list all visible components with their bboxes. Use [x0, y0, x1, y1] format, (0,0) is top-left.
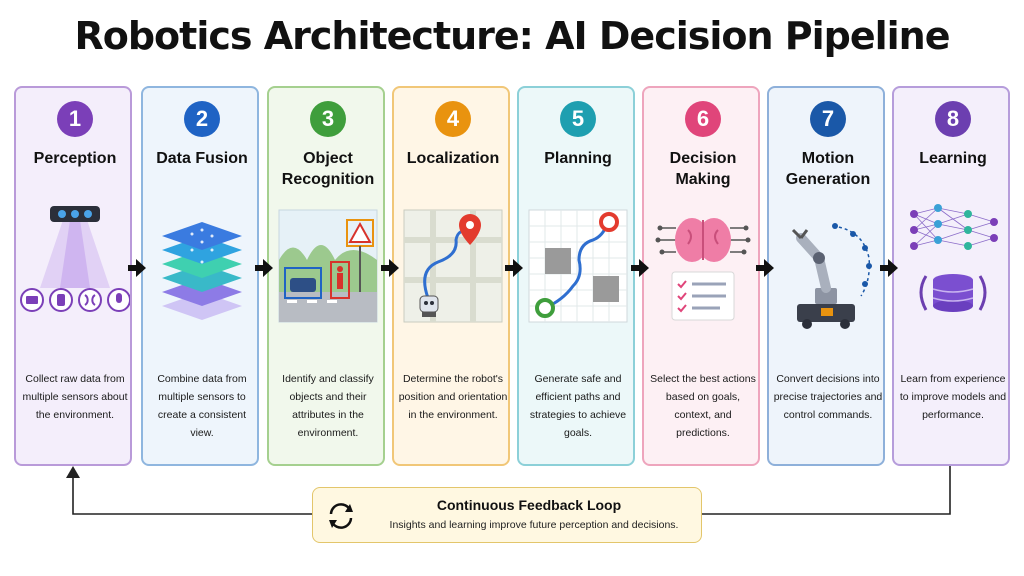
feedback-loop-box: Continuous Feedback Loop Insights and le…: [312, 487, 702, 543]
arrow-right-icon: [631, 259, 649, 277]
step-title: Planning: [544, 150, 612, 167]
step-number-badge: 7: [810, 101, 846, 137]
step-number-badge: 4: [435, 101, 471, 137]
street-scene-icon: [278, 209, 378, 323]
robot-arm-icon: [791, 223, 872, 329]
arrow-right-icon: [128, 259, 146, 277]
step-title: Localization: [406, 150, 500, 167]
step-number-badge: 8: [935, 101, 971, 137]
arrow-right-icon: [756, 259, 774, 277]
step-number-badge: 6: [685, 101, 721, 137]
brain-checklist-icon: [655, 218, 751, 321]
refresh-cycle-icon: [329, 503, 353, 529]
neural-network-icon: [910, 204, 998, 312]
step-title: Decision Making: [669, 150, 737, 188]
map-pin-icon: [403, 209, 503, 323]
feedback-title: Continuous Feedback Loop: [436, 497, 622, 513]
step-card-motion-generation: 7 Motion Generation Convert decisions in…: [767, 86, 885, 466]
step-number-badge: 2: [184, 101, 220, 137]
feedback-subtitle: Insights and learning improve future per…: [389, 519, 679, 531]
arrow-right-icon: [381, 259, 399, 277]
step-description: Learn from experience to improve models …: [899, 373, 1007, 421]
layered-data-icon: [162, 222, 242, 320]
step-card-learning: 8 Learning Learn from experience to impr…: [892, 86, 1010, 466]
feedback-loop-connector: [66, 466, 951, 515]
diagram-title: Robotics Architecture: AI Decision Pipel…: [74, 14, 950, 58]
step-description: Combine data from multiple sensors to cr…: [157, 373, 247, 439]
lidar-sensor-icon: [20, 206, 130, 312]
step-card-decision-making: 6 Decision Making Select the best action…: [642, 86, 760, 466]
step-card-data-fusion: 2 Data Fusion Combine data from multiple…: [141, 86, 259, 466]
step-title: Perception: [33, 150, 117, 167]
step-title: Motion Generation: [785, 150, 871, 188]
step-description: Identify and classify objects and their …: [282, 373, 374, 439]
step-card-localization: 4 Localization Determine the robot's pos…: [392, 86, 510, 466]
arrow-right-icon: [255, 259, 273, 277]
step-description: Generate safe and efficient paths and st…: [529, 373, 627, 439]
step-title: Learning: [919, 150, 987, 167]
arrow-right-icon: [880, 259, 898, 277]
step-number-badge: 3: [310, 101, 346, 137]
step-description: Convert decisions into precise trajector…: [773, 373, 883, 421]
step-description: Determine the robot's position and orien…: [398, 373, 508, 421]
step-title: Object Recognition: [281, 150, 375, 188]
step-card-perception: 1 Perception Collect raw data from multi…: [14, 86, 132, 466]
step-card-object-recognition: 3 Object Recognition Identify and classi…: [267, 86, 385, 466]
path-grid-icon: [528, 209, 628, 323]
step-description: Select the best actions based on goals, …: [650, 373, 756, 439]
step-title: Data Fusion: [156, 150, 248, 167]
step-description: Collect raw data from multiple sensors a…: [22, 373, 128, 421]
step-card-planning: 5 Planning Generate safe and efficient p…: [517, 86, 635, 466]
arrow-right-icon: [505, 259, 523, 277]
step-number-badge: 1: [57, 101, 93, 137]
step-number-badge: 5: [560, 101, 596, 137]
